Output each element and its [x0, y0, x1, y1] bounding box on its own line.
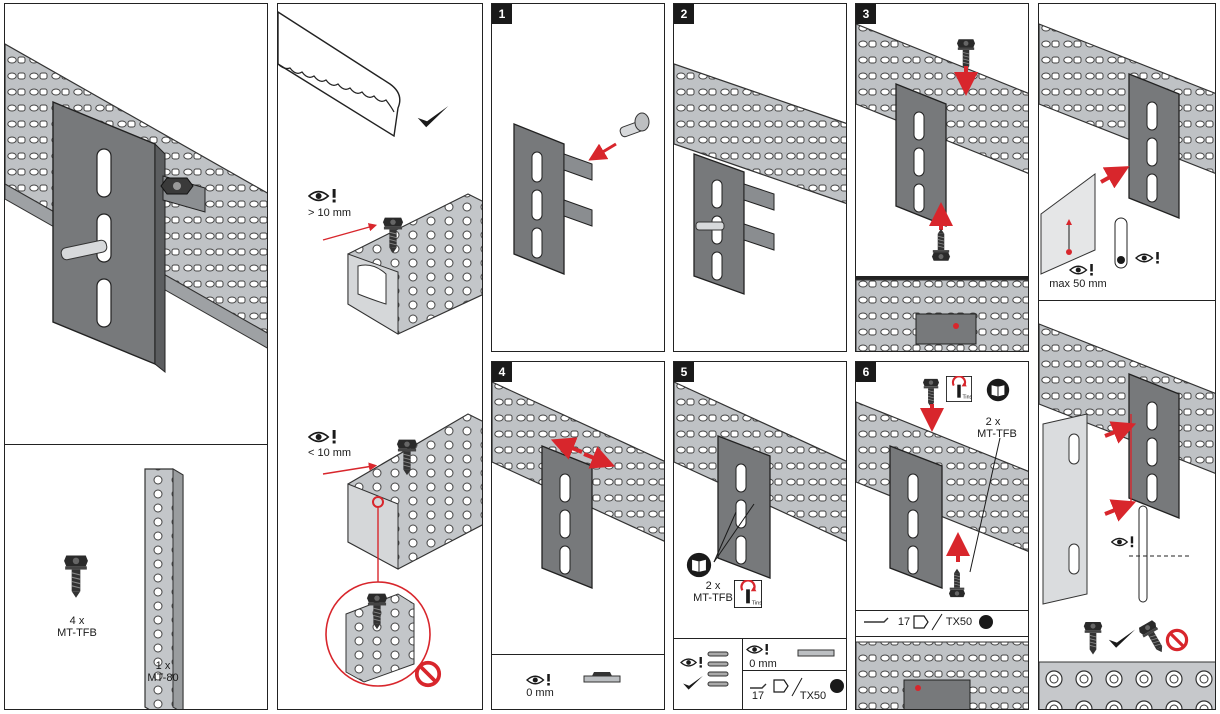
gap-under-label: < 10 mm [308, 447, 352, 459]
cutting-illustration [278, 11, 482, 688]
torque-icon [734, 580, 762, 608]
step-6-illustration [856, 376, 1028, 709]
rail-name: MT-80 [147, 672, 179, 684]
overview-panel [4, 3, 268, 445]
rail-qty: 1 x [155, 660, 171, 672]
torque-icon [946, 376, 972, 402]
step-3-panel: 3 [855, 3, 1029, 352]
hex-wrench-icon [750, 683, 767, 689]
step-number: 4 [492, 362, 512, 382]
checkmark-icon [683, 675, 703, 690]
eye-warning-icon [1111, 536, 1134, 548]
screw-icon [63, 554, 89, 599]
eye-warning-icon [308, 430, 337, 444]
overview-illustration [5, 43, 267, 374]
screw-icon [922, 378, 940, 408]
screw-icon [1083, 621, 1103, 655]
step-4-gap: 0 mm [526, 687, 554, 699]
torx-icon [979, 615, 993, 629]
prohibited-icon [414, 660, 442, 688]
hex-wrench-icon [864, 617, 889, 623]
screw-qty: 4 x [69, 615, 85, 627]
checkmark-icon [1108, 629, 1136, 648]
step-4-illustration [492, 381, 664, 686]
step-2-illustration [674, 63, 846, 295]
screw-icon [931, 228, 951, 262]
eye-warning-icon [1069, 264, 1094, 276]
step-4-panel: 4 0 mm [491, 361, 665, 710]
step-5-panel: 5 2 x MT-TFB 0 mm 17 TX50 [673, 361, 847, 710]
step-5-illustration [674, 381, 846, 709]
prohibited-icon [1165, 628, 1189, 652]
max-distance-label: max 50 mm [1049, 278, 1107, 290]
gap-over-label: > 10 mm [308, 207, 352, 219]
eye-warning-icon [526, 674, 551, 686]
eye-warning-icon [1135, 252, 1160, 264]
step-2-panel: 2 [673, 3, 847, 352]
step-1-illustration [513, 112, 650, 275]
step-number: 5 [674, 362, 694, 382]
step-6-qty: 2 x [985, 416, 1001, 428]
step-number: 2 [674, 4, 694, 24]
step-3-illustration [856, 23, 1028, 351]
step-5-screw: MT-TFB [693, 592, 733, 604]
screw-name: MT-TFB [57, 627, 97, 639]
step-number: 3 [856, 4, 876, 24]
step-5-gap: 0 mm [749, 658, 777, 670]
cutting-panel: > 10 mm < 10 mm [277, 3, 483, 710]
eye-warning-icon [680, 657, 703, 668]
spacing-illustration [1039, 23, 1215, 709]
step-number: 1 [492, 4, 512, 24]
step-1-panel: 1 [491, 3, 665, 352]
step-6-screw: MT-TFB [977, 428, 1017, 440]
manual-icon [686, 552, 712, 578]
step-6-bit: TX50 [945, 616, 973, 628]
parts-panel: 4 x MT-TFB 1 x MT-80 [4, 444, 268, 710]
manual-icon [986, 378, 1010, 402]
step-6-panel: 6 2 x MT-TFB 17 TX50 [855, 361, 1029, 710]
eye-warning-icon [746, 644, 769, 655]
screw-icon [1137, 618, 1171, 658]
eye-warning-icon [308, 189, 337, 203]
screw-icon [948, 568, 966, 598]
parts-illustration [63, 468, 184, 709]
spacing-panel: max 50 mm [1038, 3, 1216, 710]
step-number: 6 [856, 362, 876, 382]
checkmark-icon [417, 105, 449, 128]
step-6-wrench: 17 [897, 616, 911, 628]
step-5-wrench: 17 [751, 690, 765, 702]
step-5-bit: TX50 [799, 690, 827, 702]
step-5-qty: 2 x [705, 580, 721, 592]
torx-icon [830, 679, 844, 693]
